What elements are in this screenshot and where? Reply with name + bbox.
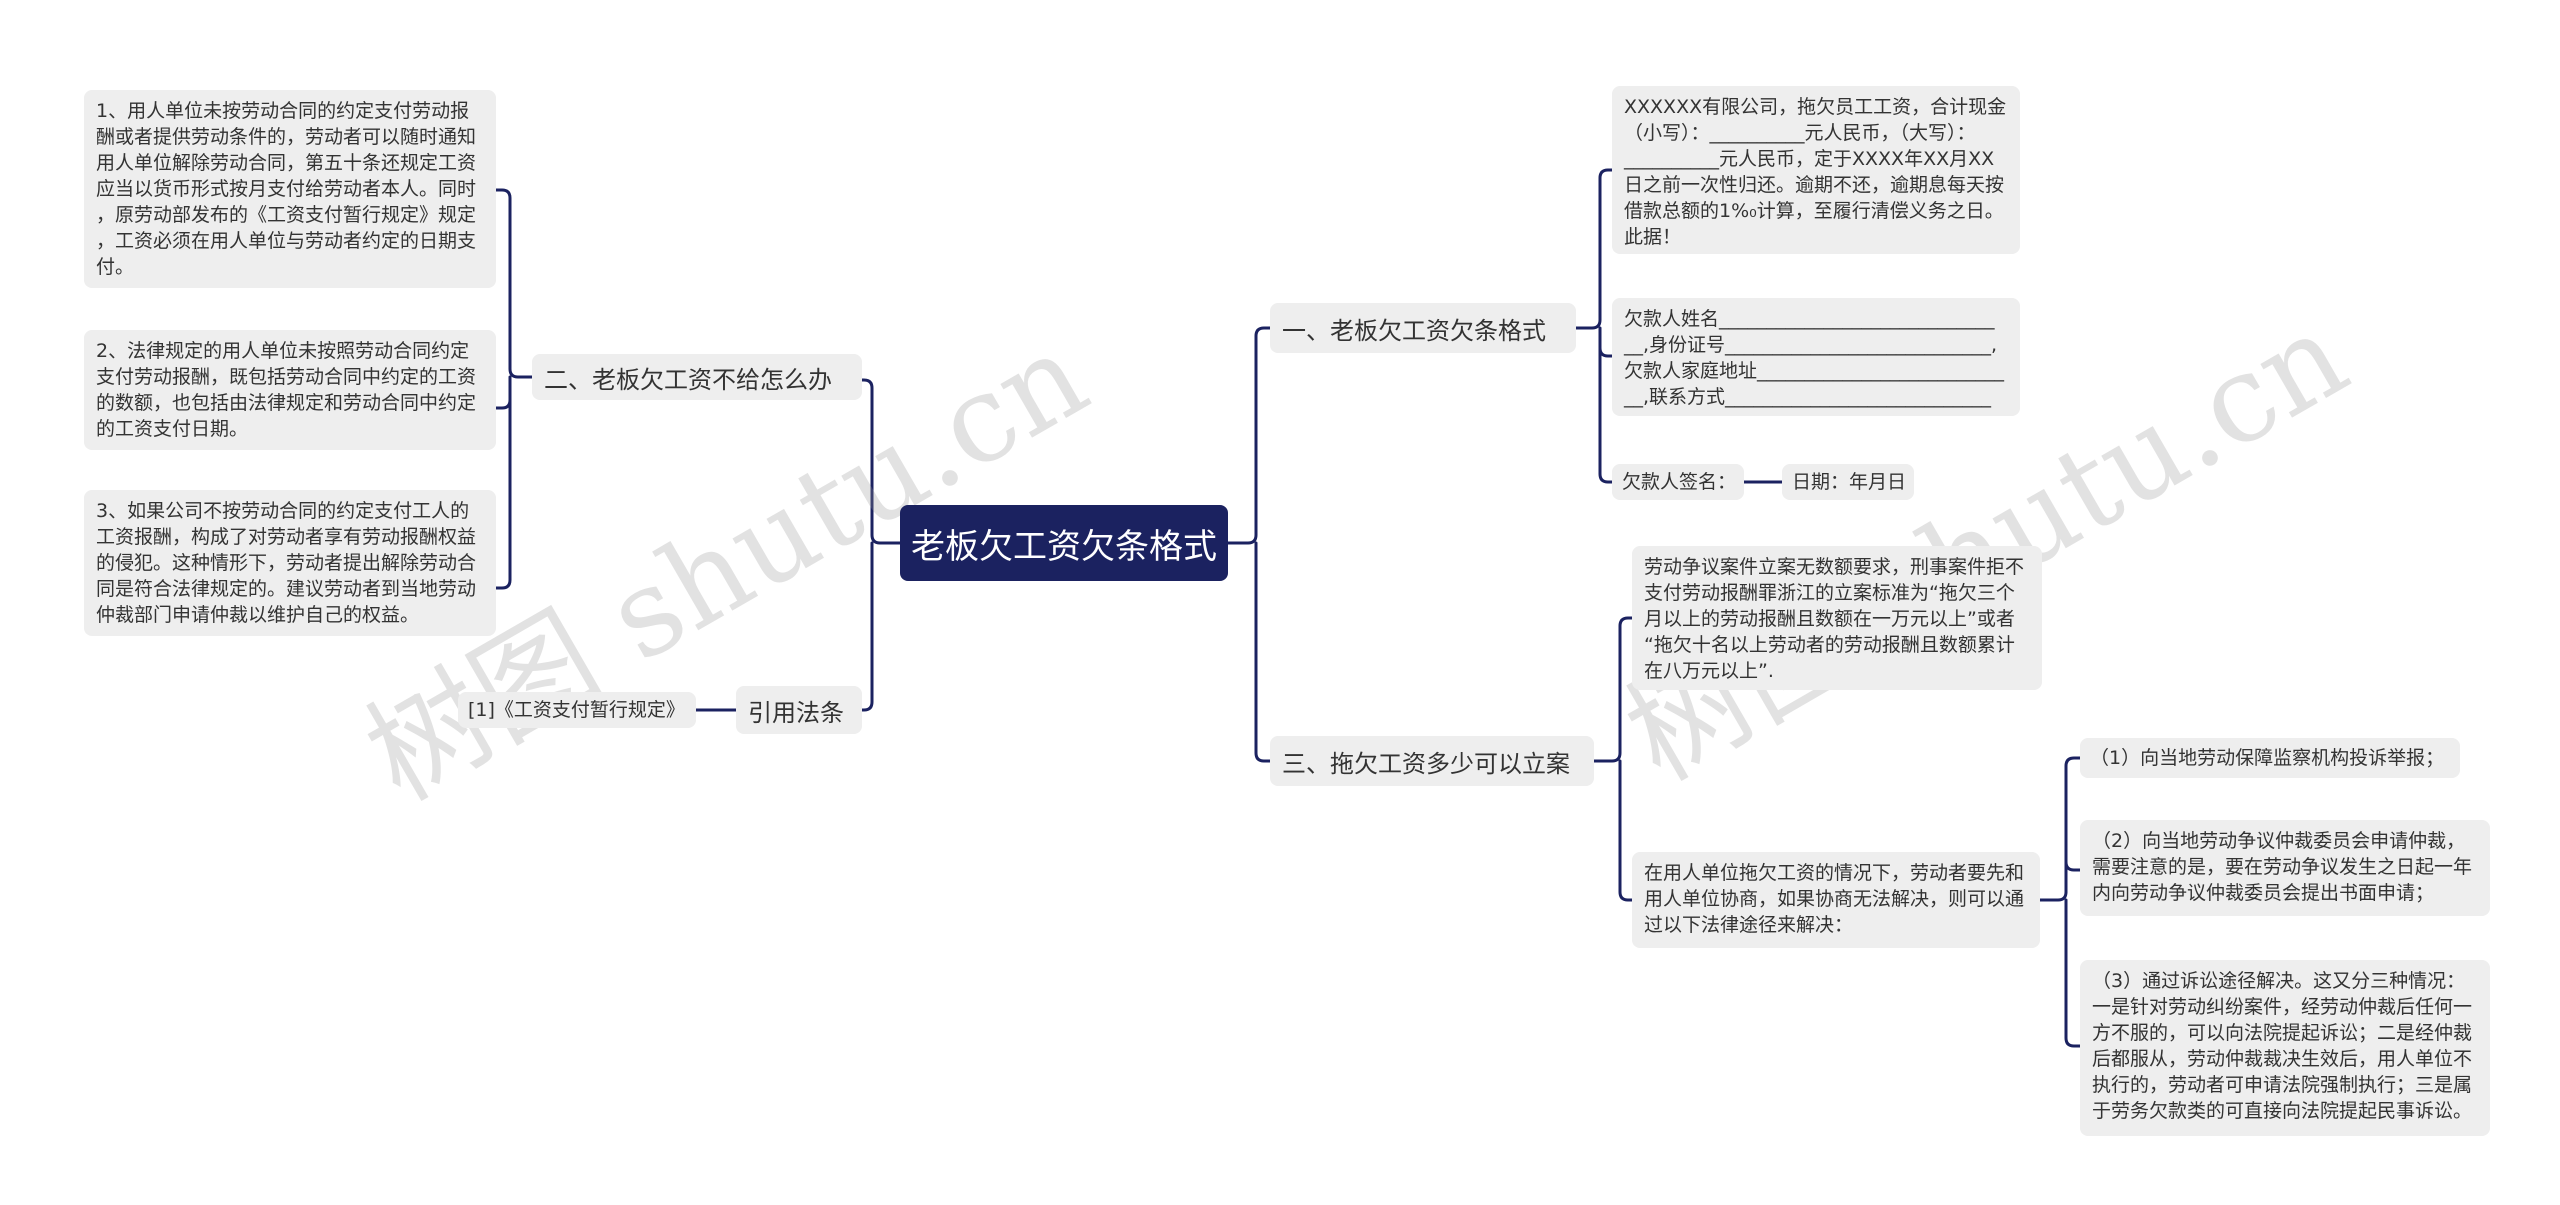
connector <box>2064 898 2082 1048</box>
connector <box>1598 346 1614 484</box>
connector <box>494 398 512 590</box>
leaf-node[interactable]: 1、用人单位未按劳动合同的约定支付劳动报 酬或者提供劳动条件的，劳动者可以随时通… <box>84 90 496 288</box>
connector <box>1226 326 1272 545</box>
leaf-node[interactable]: 3、如果公司不按劳动合同的约定支付工人的 工资报酬，构成了对劳动者享有劳动报酬权… <box>84 490 496 636</box>
leaf-node-arbitration[interactable]: （2）向当地劳动争议仲裁委员会申请仲裁， 需要注意的是，要在劳动争议发生之日起一… <box>2080 820 2490 916</box>
connector <box>1574 168 1614 330</box>
connector <box>1618 759 1634 902</box>
connector <box>2038 756 2082 902</box>
connector <box>860 541 874 712</box>
connector <box>860 378 902 545</box>
branch-node-cited-law[interactable]: 引用法条 <box>736 686 862 734</box>
leaf-node-debtor-signature[interactable]: 欠款人签名： <box>1612 464 1744 500</box>
leaf-node[interactable]: 2、法律规定的用人单位未按照劳动合同约定 支付劳动报酬，既包括劳动合同中约定的工… <box>84 330 496 450</box>
connector <box>1592 616 1634 763</box>
connector <box>494 375 512 410</box>
leaf-node-legal-routes[interactable]: 在用人单位拖欠工资的情况下，劳动者要先和 用人单位协商，如果协商无法解决，则可以… <box>1632 852 2040 948</box>
connector <box>1254 541 1272 763</box>
leaf-node-complaint[interactable]: （1）向当地劳动保障监察机构投诉举报； <box>2080 738 2460 778</box>
connector <box>1598 326 1614 358</box>
branch-node-iou-format[interactable]: 一、老板欠工资欠条格式 <box>1270 303 1576 353</box>
leaf-node-iou-text[interactable]: XXXXXX有限公司，拖欠员工工资，合计现金 （小写）：__________元人… <box>1612 86 2020 254</box>
root-node[interactable]: 老板欠工资欠条格式 <box>900 505 1228 581</box>
leaf-node-litigation[interactable]: （3）通过诉讼途径解决。这又分三种情况： 一是针对劳动纠纷案件，经劳动仲裁后任何… <box>2080 960 2490 1136</box>
leaf-node-law-reference[interactable]: [1]《工资支付暂行规定》 <box>458 692 696 728</box>
leaf-node-debtor-info[interactable]: 欠款人姓名_____________________________ __,身份… <box>1612 298 2020 416</box>
leaf-node-filing-standard[interactable]: 劳动争议案件立案无数额要求，刑事案件拒不 支付劳动报酬罪浙江的立案标准为“拖欠三… <box>1632 546 2042 690</box>
branch-node-filing-threshold[interactable]: 三、拖欠工资多少可以立案 <box>1270 736 1594 786</box>
connector <box>494 188 534 379</box>
connector <box>2064 861 2082 894</box>
branch-node-what-to-do[interactable]: 二、老板欠工资不给怎么办 <box>532 354 862 400</box>
leaf-node-date[interactable]: 日期：年月日 <box>1782 464 1914 500</box>
